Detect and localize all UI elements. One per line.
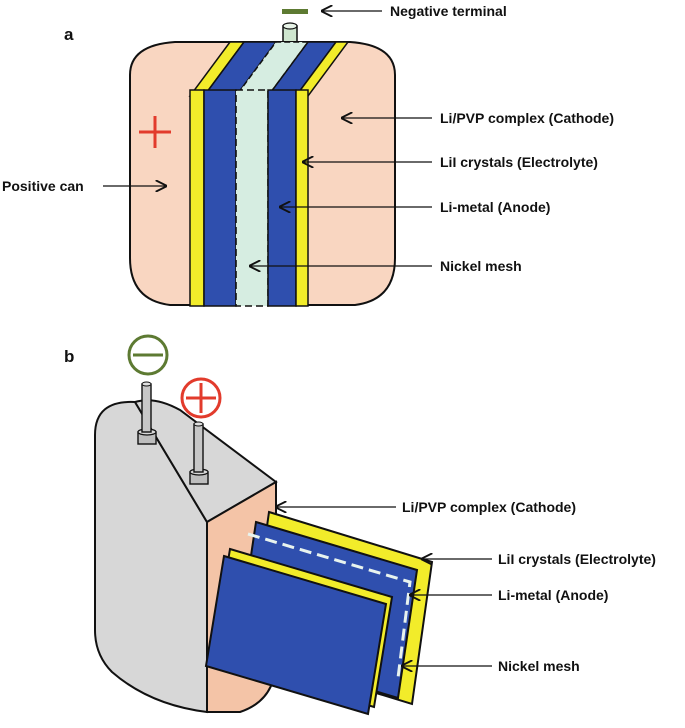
label-nickel-mesh-b: Nickel mesh xyxy=(498,658,580,674)
can-top-face-b xyxy=(133,399,278,524)
panel-a: a Neg xyxy=(2,3,614,307)
anode-layer-left-a xyxy=(203,89,237,307)
label-nickel-mesh-a: Nickel mesh xyxy=(440,258,522,274)
positive-post-b xyxy=(189,421,209,485)
electrolyte-layer-left-a xyxy=(189,89,205,307)
label-anode-a: Li-metal (Anode) xyxy=(440,199,550,215)
label-anode-b: Li-metal (Anode) xyxy=(498,587,608,603)
negative-terminal-post-top xyxy=(282,22,298,30)
positive-circle-icon xyxy=(180,377,222,419)
label-cathode-b: Li/PVP complex (Cathode) xyxy=(402,499,576,515)
panel-b: b xyxy=(64,334,656,716)
negative-circle-icon xyxy=(127,334,169,376)
anode-sheet-front xyxy=(204,554,388,716)
panel-b-label: b xyxy=(64,347,74,366)
positive-plus-icon xyxy=(139,116,171,148)
panel-a-label: a xyxy=(64,25,74,44)
label-positive-can: Positive can xyxy=(2,178,84,194)
negative-terminal-dash xyxy=(282,9,308,14)
label-electrolyte-a: LiI crystals (Electrolyte) xyxy=(440,154,598,170)
label-electrolyte-b: LiI crystals (Electrolyte) xyxy=(498,551,656,567)
nickel-mesh-dashed-line xyxy=(247,532,412,679)
nickel-mesh-layer-a xyxy=(235,89,269,307)
label-cathode-a: Li/PVP complex (Cathode) xyxy=(440,110,614,126)
can-front-face-b xyxy=(94,400,208,714)
electrolyte-layer-right-a xyxy=(295,89,309,307)
anode-layer-right-a xyxy=(267,89,297,307)
label-negative-terminal: Negative terminal xyxy=(390,3,507,19)
negative-post-b xyxy=(137,381,157,445)
